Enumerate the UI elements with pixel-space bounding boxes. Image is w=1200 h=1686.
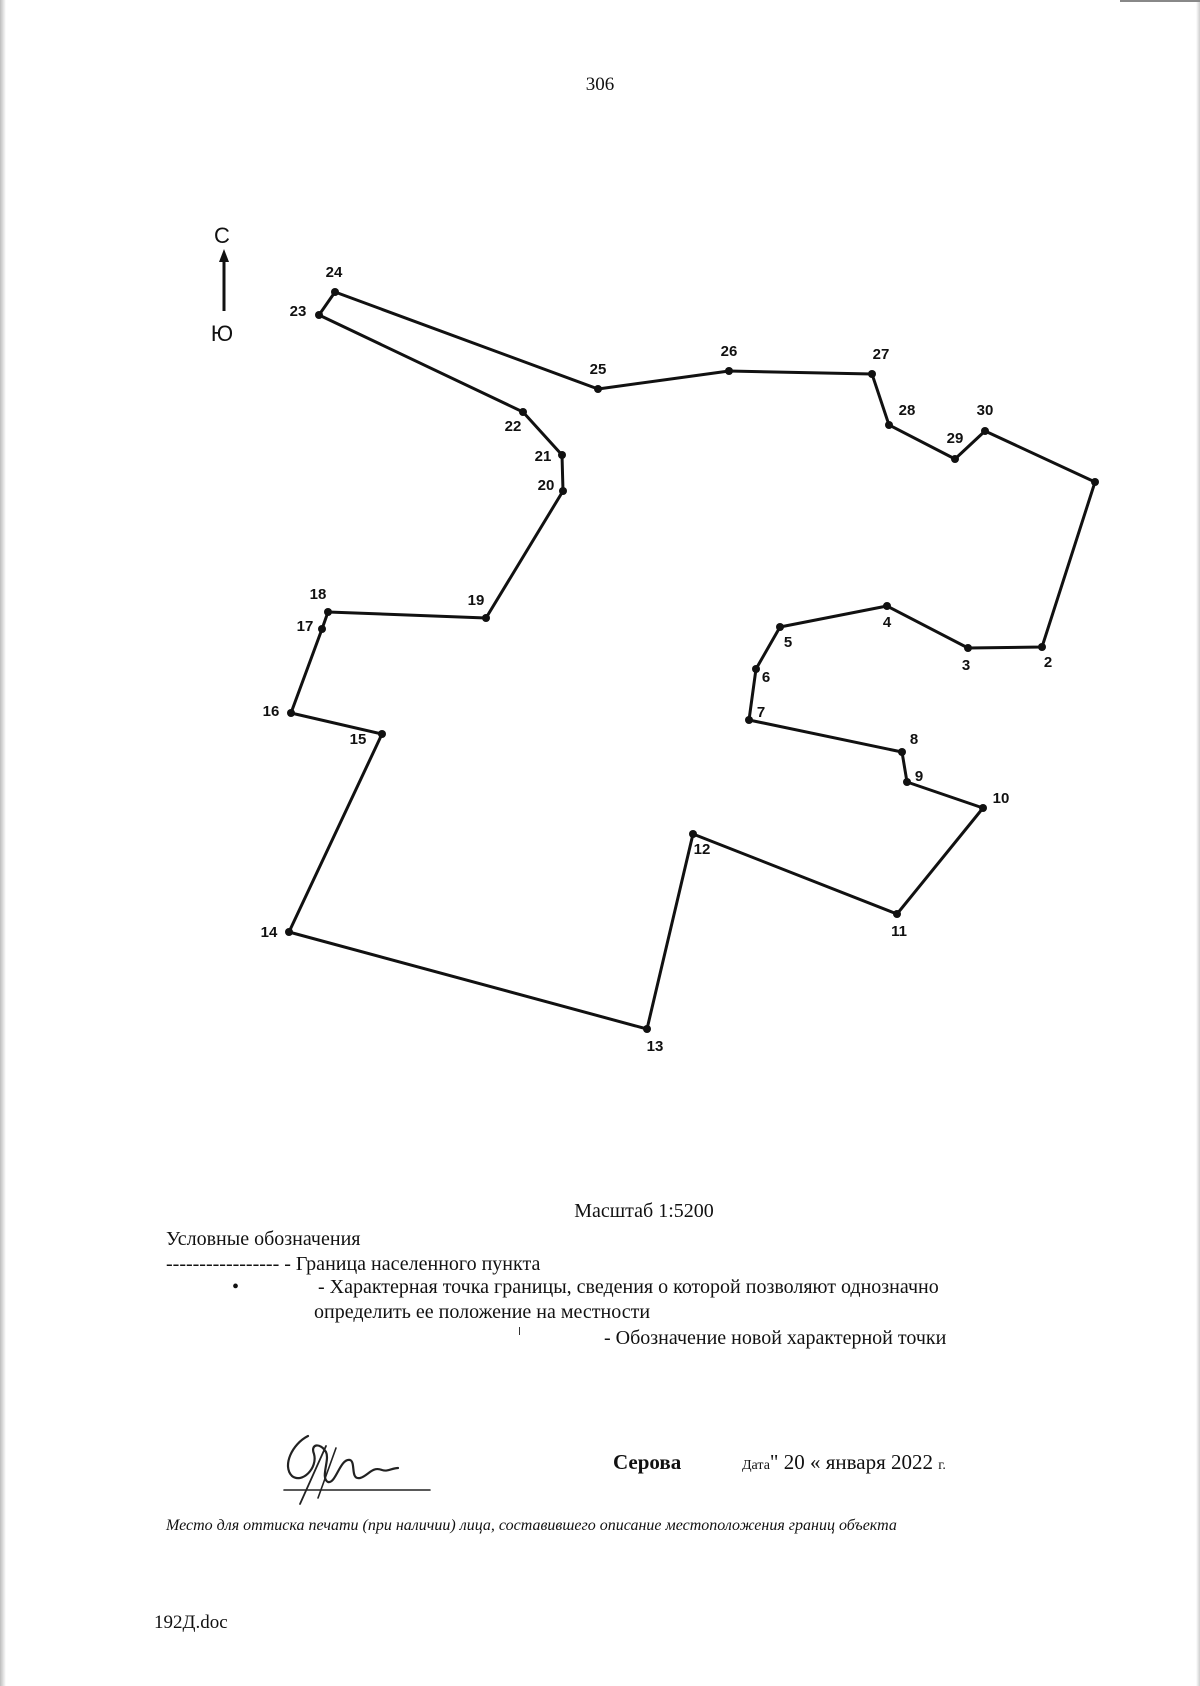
north-arrow: С Ю [211,223,233,346]
page-number: 306 [585,74,615,95]
boundary-point-15 [378,730,386,738]
boundary-point-5 [776,623,784,631]
point-label-10: 10 [993,790,1010,807]
point-label-14: 14 [261,924,278,941]
boundary-point-11 [893,910,901,918]
point-label-12: 12 [694,841,711,858]
boundary-point-8 [898,748,906,756]
seal-note: Место для оттиска печати (при наличии) л… [166,1517,897,1534]
legend-new-point-description: - Обозначение новой характерной точки [604,1327,947,1349]
point-label-9: 9 [915,768,923,785]
boundary-point-30 [981,427,989,435]
boundary-point-1 [1091,478,1099,486]
boundary-point-3 [964,644,972,652]
boundary-point-26 [725,367,733,375]
point-label-5: 5 [784,634,792,651]
boundary-point-7 [745,716,753,724]
legend-new-point-symbol [519,1327,520,1335]
point-label-30: 30 [977,402,994,419]
scan-edge-left [0,0,6,1686]
boundary-point-18 [324,608,332,616]
boundary-point-17 [318,625,326,633]
boundary-point-23 [315,311,323,319]
point-label-25: 25 [590,361,607,378]
point-label-4: 4 [883,614,892,631]
point-label-16: 16 [263,703,280,720]
legend-point-symbol: • [232,1276,240,1298]
legend-boundary-line: ----------------- - Граница населенного … [166,1253,541,1275]
scan-edge-right [1196,0,1200,1686]
boundary-point-29 [951,455,959,463]
point-label-28: 28 [899,402,916,419]
point-label-7: 7 [757,704,765,721]
date-text: " 20 « января 2022 [769,1450,933,1474]
point-label-22: 22 [505,418,522,435]
point-label-3: 3 [962,657,970,674]
signer-name: Серова [613,1450,682,1474]
boundary-point-9 [903,778,911,786]
handwritten-signature [283,1434,431,1505]
point-label-2: 2 [1044,654,1052,671]
point-label-13: 13 [647,1038,664,1055]
boundary-point-24 [331,288,339,296]
scale-label: Масштаб 1:5200 [574,1200,714,1222]
file-name: 192Д.doc [154,1612,228,1633]
boundary-point-19 [482,614,490,622]
compass-arrow-head [219,249,229,262]
point-label-21: 21 [535,448,552,465]
boundary-point-28 [885,421,893,429]
boundary-point-22 [519,408,527,416]
compass-north-label: С [214,223,230,248]
legend-point-description: - Характерная точка границы, сведения о … [318,1276,939,1298]
date-suffix: г. [938,1458,946,1473]
boundary-point-10 [979,804,987,812]
boundary-point-27 [868,370,876,378]
boundary-point-14 [285,928,293,936]
point-label-23: 23 [290,303,307,320]
point-label-26: 26 [721,343,738,360]
point-label-24: 24 [326,264,343,281]
boundary-point-2 [1038,643,1046,651]
boundary-point-12 [689,830,697,838]
boundary-point-13 [643,1025,651,1033]
legend-title: Условные обозначения [166,1228,361,1250]
point-label-29: 29 [947,430,964,447]
date-prefix: Дата [742,1458,770,1473]
boundary-point-21 [558,451,566,459]
point-label-17: 17 [297,618,314,635]
boundary-point-6 [752,665,760,673]
scan-edge-top [1120,0,1200,2]
point-label-11: 11 [891,923,907,940]
point-label-15: 15 [350,731,367,748]
boundary-point-4 [883,602,891,610]
point-label-19: 19 [468,592,485,609]
point-label-20: 20 [538,477,555,494]
point-label-8: 8 [910,731,918,748]
boundary-point-25 [594,385,602,393]
boundary-point-20 [559,487,567,495]
point-label-27: 27 [873,346,890,363]
compass-south-label: Ю [211,321,233,346]
point-label-6: 6 [762,669,770,686]
boundary-point-16 [287,709,295,717]
legend-point-description-cont: определить ее положение на местности [314,1301,651,1323]
boundary-line [287,290,1097,1031]
signature-date: Дата" 20 « января 2022 г. [742,1450,946,1475]
point-label-18: 18 [310,586,327,603]
